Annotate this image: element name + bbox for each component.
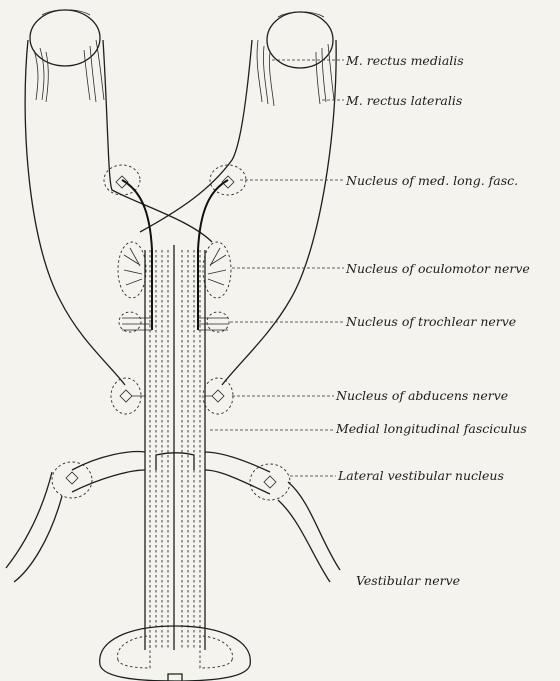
vestibular-connections	[72, 452, 270, 494]
abducens-nuclei	[111, 378, 233, 414]
label-nucleus-abducens: Nucleus of abducens nerve	[336, 389, 508, 403]
leader-lines	[210, 60, 344, 476]
left-eyeball	[30, 10, 100, 66]
label-lateral-vestibular: Lateral vestibular nucleus	[338, 469, 504, 483]
label-nucleus-oculomotor: Nucleus of oculomotor nerve	[346, 262, 530, 276]
label-mlf: Medial longitudinal fasciculus	[336, 422, 527, 436]
left-eye-tube	[25, 40, 212, 385]
left-rectus-muscles	[34, 40, 104, 102]
label-rectus-lateralis: M. rectus lateralis	[346, 94, 462, 108]
right-eyeball	[267, 12, 333, 68]
spinal-cord-section	[100, 626, 251, 681]
mlf-column	[145, 245, 205, 650]
vestibular-nerves	[6, 472, 340, 582]
label-nucleus-trochlear: Nucleus of trochlear nerve	[346, 315, 516, 329]
label-rectus-medialis: M. rectus medialis	[346, 54, 464, 68]
lateral-vestibular-nuclei	[52, 462, 290, 500]
right-eye-tube	[140, 40, 336, 385]
label-vestibular-nerve: Vestibular nerve	[356, 574, 460, 588]
label-nucleus-mlf: Nucleus of med. long. fasc.	[346, 174, 518, 188]
